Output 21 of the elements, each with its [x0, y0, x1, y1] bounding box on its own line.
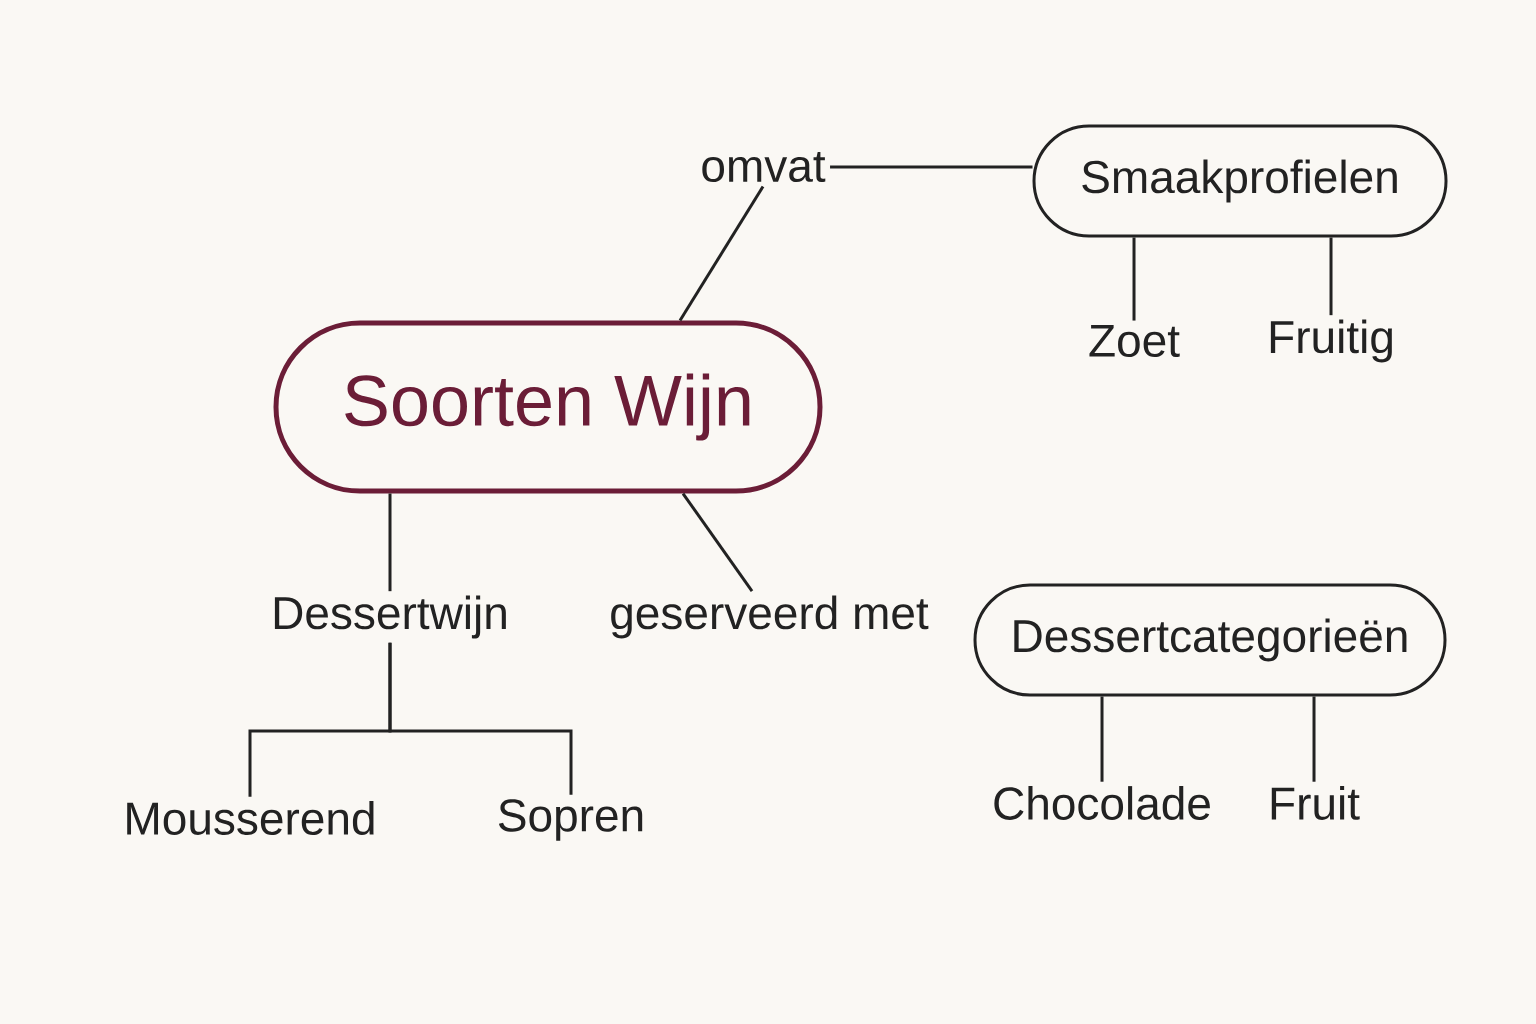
- concept-label: Chocolade: [994, 786, 1210, 820]
- concept-label: Dessertwijn: [274, 595, 506, 639]
- connector-line: [1132, 237, 1136, 321]
- connector-line: [678, 185, 765, 322]
- connector-line: [681, 492, 754, 593]
- concept-label: Fruit: [1271, 786, 1360, 820]
- connector-line: [1329, 237, 1333, 316]
- connector-line: [388, 493, 392, 592]
- concept-label: geserveerd met: [611, 595, 929, 639]
- category-pill: Smaakprofielen: [1032, 124, 1448, 238]
- concept-label: Sopren: [498, 799, 643, 841]
- connector-line: [388, 642, 573, 795]
- concept-label: Mousserend: [127, 801, 374, 835]
- concept-label: omvat: [702, 151, 826, 183]
- connector-line: [1100, 696, 1104, 782]
- concept-label: Zoet: [1089, 324, 1180, 358]
- connector-line: [830, 165, 1033, 169]
- main-topic-pill: Soorten Wijn: [273, 320, 823, 494]
- concept-label: Fruitig: [1270, 319, 1392, 363]
- category-pill: Dessertcategorieën: [973, 583, 1447, 697]
- connector-line: [1312, 696, 1316, 782]
